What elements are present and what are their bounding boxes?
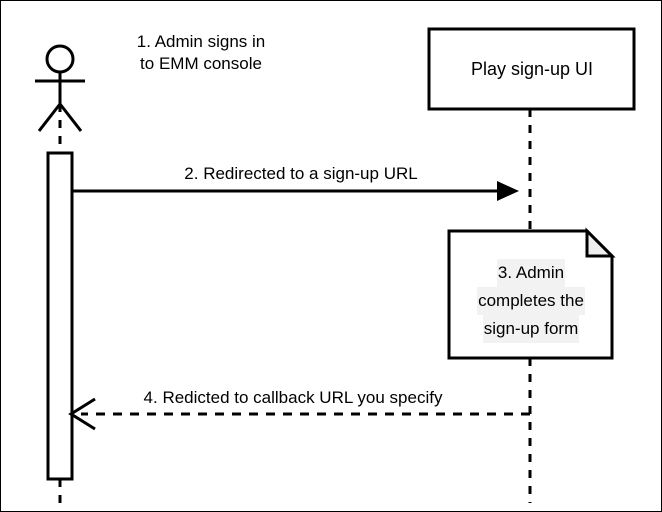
note-shape — [447, 227, 616, 360]
actor-stick-figure-icon — [35, 44, 85, 132]
actor-activation-bar — [46, 151, 74, 481]
participant-box[interactable] — [427, 27, 636, 111]
message-4-arrow — [68, 397, 530, 431]
message-2-arrow — [72, 181, 519, 201]
